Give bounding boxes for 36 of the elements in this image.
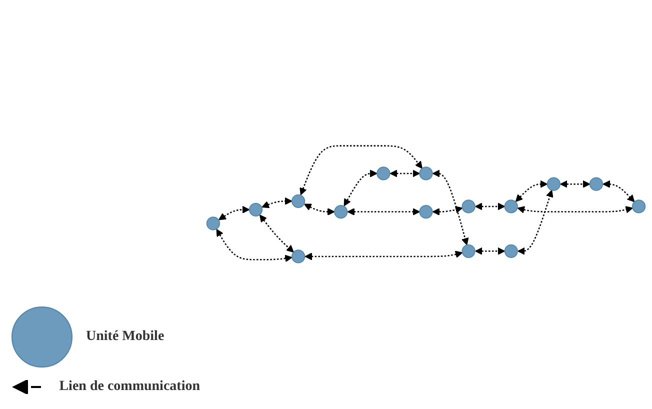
arrow [517, 206, 633, 214]
arrow [304, 250, 463, 260]
legend-text: Unité Mobile [86, 329, 164, 345]
legend-text: Lien de communication [59, 379, 200, 395]
node-circle [504, 200, 518, 214]
node-circle [546, 177, 560, 192]
arrow [216, 229, 292, 262]
arrow [300, 145, 422, 196]
node-circle [504, 244, 518, 258]
arrow [432, 170, 469, 246]
arrow [262, 198, 292, 208]
node-circle [292, 250, 306, 264]
arrow [602, 180, 635, 202]
arrow [474, 248, 506, 256]
node-circle [462, 244, 476, 258]
node-circle [419, 205, 433, 219]
arrow [432, 206, 463, 216]
arrow [260, 214, 294, 253]
arrow [474, 202, 506, 210]
node-circle [206, 216, 220, 230]
node-circle [419, 166, 433, 180]
arrow [344, 170, 378, 206]
arrow [390, 170, 420, 178]
node-circle [632, 200, 646, 214]
arrow [518, 190, 554, 256]
node-circle [292, 194, 306, 208]
arrow [218, 206, 250, 220]
arrow [347, 208, 420, 216]
node-circle [376, 166, 390, 180]
arrow [304, 204, 335, 216]
node-circle [589, 177, 604, 192]
node-circle [248, 203, 263, 217]
arrow [560, 180, 590, 188]
arrow [515, 180, 548, 202]
node-circle [334, 205, 348, 219]
node-circle [462, 200, 476, 214]
